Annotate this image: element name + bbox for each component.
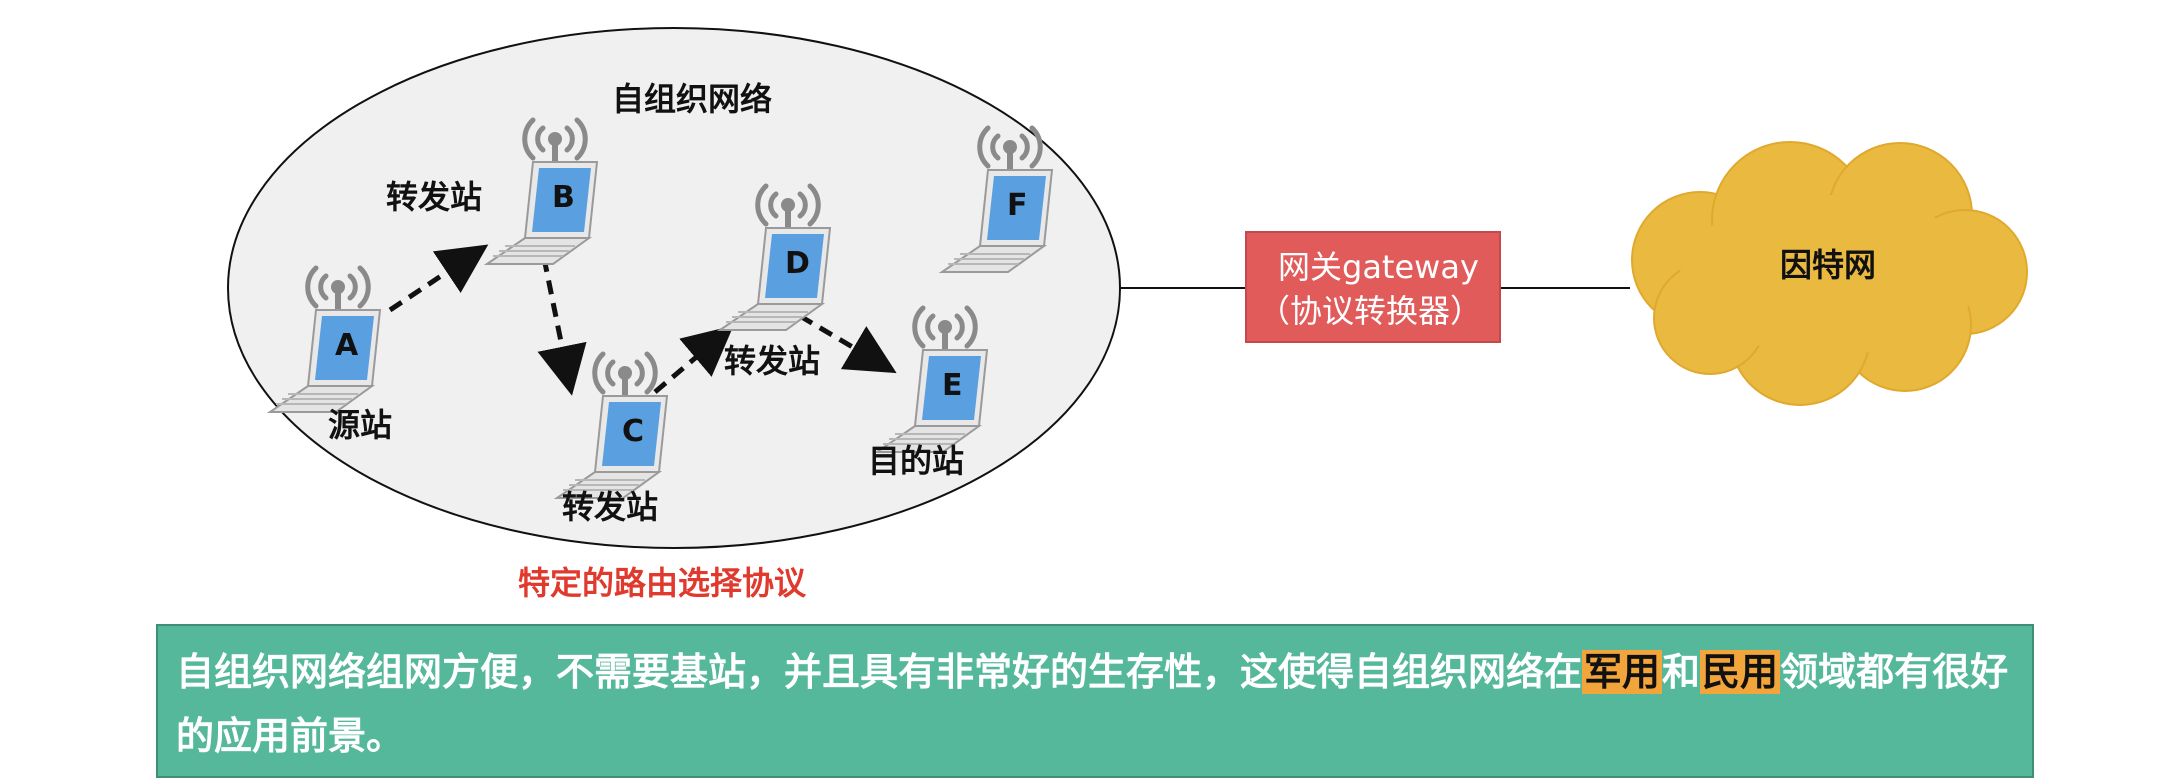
node-a: A: [270, 268, 380, 412]
node-e-role: 目的站: [868, 442, 964, 480]
routing-protocol-label: 特定的路由选择协议: [518, 564, 807, 602]
node-d-role: 转发站: [724, 342, 820, 380]
summary-text-3: 领域都有很好的应用前景。: [176, 650, 2009, 758]
node-b-role: 转发站: [386, 178, 482, 216]
internet-cloud: 因特网: [1631, 141, 2028, 406]
internet-label: 因特网: [1780, 246, 1876, 284]
route-arrow-c-d: [653, 325, 734, 394]
node-f-letter: F: [1007, 188, 1028, 223]
node-c: C: [557, 354, 667, 498]
adhoc-network-diagram: 自组织网络 A 源站 B 转发站 C 转发站 D 转发站 E 目的站 F: [227, 27, 2028, 602]
summary-text-2: 和: [1662, 650, 1701, 694]
gateway-box: 网关gateway （协议转换器）: [1245, 231, 1501, 343]
node-d: D: [720, 186, 830, 330]
network-title: 自组织网络: [612, 80, 772, 118]
route-arrow-a-b: [388, 244, 489, 313]
node-a-letter: A: [335, 328, 359, 363]
node-e: E: [877, 308, 987, 452]
gateway-line1: 网关gateway: [1278, 248, 1479, 286]
node-b-letter: B: [552, 180, 575, 215]
summary-text-1: 自组织网络组网方便，不需要基站，并且具有非常好的生存性，这使得自组织网络在: [176, 650, 1583, 694]
node-f: F: [942, 128, 1052, 272]
summary-box: 自组织网络组网方便，不需要基站，并且具有非常好的生存性，这使得自组织网络在军用和…: [156, 624, 2034, 778]
summary-highlight-military: 军用: [1582, 650, 1663, 694]
gateway-line2: （协议转换器）: [1258, 292, 1482, 330]
node-e-letter: E: [942, 368, 963, 403]
cloud-icon: [1631, 141, 2028, 406]
route-arrow-d-e: [798, 313, 897, 374]
node-a-role: 源站: [328, 406, 392, 444]
node-c-letter: C: [622, 414, 644, 449]
summary-highlight-civilian: 民用: [1700, 650, 1781, 694]
node-b: B: [487, 120, 597, 264]
node-c-role: 转发站: [562, 488, 658, 526]
node-d-letter: D: [785, 246, 810, 281]
